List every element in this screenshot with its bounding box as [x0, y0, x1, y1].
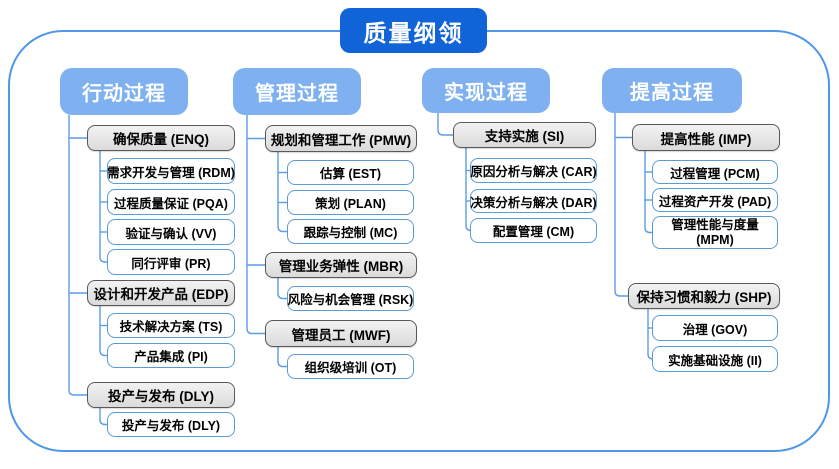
process-item-ts: 技术解决方案 (TS)	[107, 313, 235, 338]
process-group-si: 支持实施 (SI)	[453, 122, 596, 148]
process-item-mc: 跟踪与控制 (MC)	[287, 219, 414, 244]
column-header-management-process: 管理过程	[233, 68, 361, 115]
diagram-title: 质量纲领	[340, 8, 487, 53]
process-item-ii: 实施基础设施 (II)	[652, 346, 778, 372]
process-item-pad: 过程资产开发 (PAD)	[652, 188, 778, 212]
process-group-enq: 确保质量 (ENQ)	[87, 125, 235, 151]
process-item-vv: 验证与确认 (VV)	[107, 219, 235, 245]
process-item-plan: 策划 (PLAN)	[287, 190, 414, 215]
process-group-mwf: 管理员工 (MWF)	[265, 320, 417, 347]
process-group-edp: 设计和开发产品 (EDP)	[87, 280, 235, 306]
process-item-cm: 配置管理 (CM)	[470, 218, 597, 243]
process-item-pr: 同行评审 (PR)	[107, 249, 235, 275]
column-header-improvement-process: 提高过程	[602, 68, 742, 113]
process-item-ot: 组织级培训 (OT)	[287, 354, 414, 379]
process-item-pqa: 过程质量保证 (PQA)	[107, 189, 235, 215]
process-item-gov: 治理 (GOV)	[652, 315, 778, 341]
process-group-mbr: 管理业务弹性 (MBR)	[265, 252, 417, 278]
column-header-action-process: 行动过程	[60, 68, 188, 115]
process-item-dar: 决策分析与解决 (DAR)	[470, 189, 597, 213]
column-header-realization-process: 实现过程	[422, 68, 550, 113]
process-group-shp: 保持习惯和毅力 (SHP)	[628, 283, 780, 309]
process-item-est: 估算 (EST)	[287, 160, 414, 185]
process-item-pcm: 过程管理 (PCM)	[652, 160, 778, 184]
process-item-pi: 产品集成 (PI)	[107, 343, 235, 368]
process-group-imp: 提高性能 (IMP)	[632, 124, 780, 151]
process-item-mpm: 管理性能与度量 (MPM)	[652, 216, 778, 249]
process-item-car: 原因分析与解决 (CAR)	[470, 158, 597, 183]
process-item-rdm: 需求开发与管理 (RDM)	[107, 158, 235, 184]
process-group-pmw: 规划和管理工作 (PMW)	[265, 125, 417, 152]
process-item-dly-sub: 投产与发布 (DLY)	[107, 412, 235, 437]
process-item-rsk: 风险与机会管理 (RSK)	[287, 286, 414, 311]
process-group-dly: 投产与发布 (DLY)	[87, 382, 235, 408]
